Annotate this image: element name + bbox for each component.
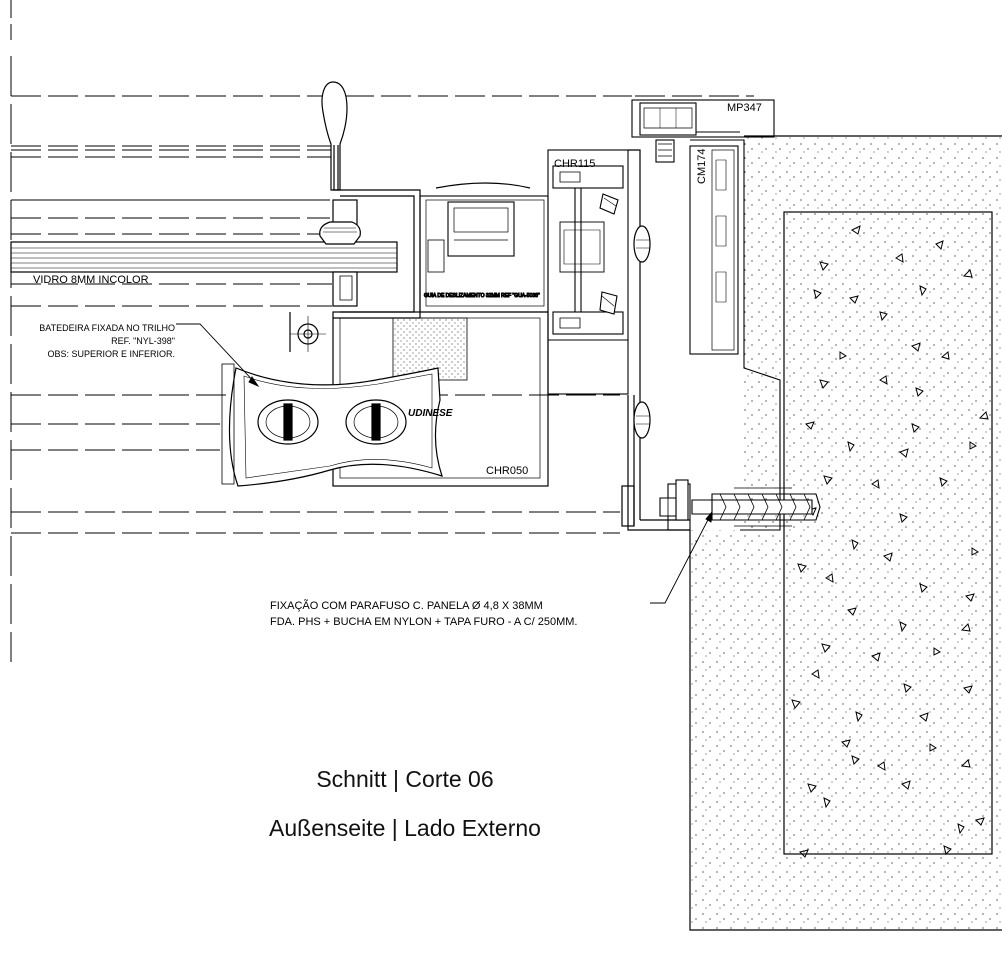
label-batedeira-line2: REF. "NYL-398"	[111, 336, 175, 346]
mp347-profile	[631, 99, 775, 163]
roller-chamber: GUIA DE DESLIZAMENTO 32MM REF "GUA-5038"	[419, 182, 549, 313]
label-batedeira-line1: BATEDEIRA FIXADA NO TRILHO	[39, 323, 175, 333]
concrete-wall	[689, 135, 1002, 931]
window-handle	[321, 81, 348, 191]
brand-mark: UDINESE	[408, 408, 453, 419]
drawing-title: Schnitt | Corte 06	[316, 766, 494, 792]
small-guide-label: GUIA DE DESLIZAMENTO 32MM REF "GUA-5038"	[424, 293, 540, 299]
label-mp347: MP347	[727, 102, 762, 114]
glass-panel	[10, 241, 398, 273]
label-fixacao-line2: FDA. PHS + BUCHA EM NYLON + TAPA FURO - …	[270, 616, 577, 628]
stopper-block	[221, 311, 549, 487]
label-fixacao-line1: FIXAÇÃO COM PARAFUSO C. PANELA Ø 4,8 X 3…	[270, 599, 543, 612]
concrete-aggregate	[791, 225, 989, 858]
dashed-track-lines	[11, 95, 754, 534]
label-batedeira-line3: OBS: SUPERIOR E INFERIOR.	[47, 349, 175, 359]
label-vidro: VIDRO 8MM INCOLOR	[33, 274, 149, 286]
profile-labels: MP347 CHR115 CM174 VIDRO 8MM INCOLOR BAT…	[33, 102, 762, 628]
drawing-subtitle: Außenseite | Lado Externo	[269, 815, 541, 841]
sash-profile	[319, 189, 421, 319]
label-chr050: CHR050	[486, 465, 528, 477]
label-cm174: CM174	[696, 149, 708, 184]
outer-frame	[621, 149, 690, 531]
track-assembly	[547, 149, 629, 395]
fixing-screw	[659, 479, 821, 527]
leader-lines	[176, 323, 713, 604]
label-chr115: CHR115	[554, 158, 595, 170]
